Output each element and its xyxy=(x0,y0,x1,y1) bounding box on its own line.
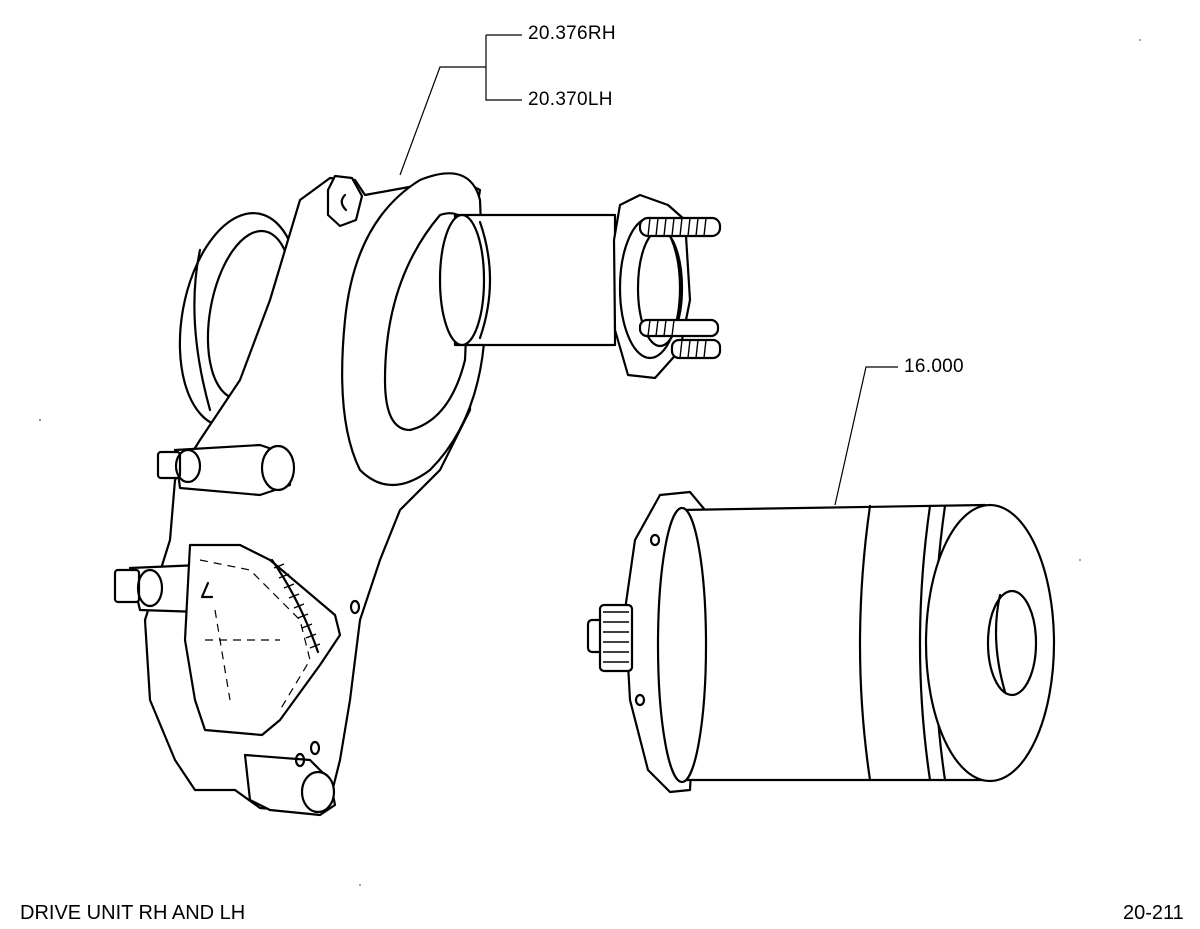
leader-lines xyxy=(399,34,898,506)
drive-unit-assembly xyxy=(113,172,722,817)
callout-part-lh: 20.370LH xyxy=(528,89,613,110)
gear-teeth xyxy=(270,558,321,654)
motor-assembly xyxy=(586,490,1056,794)
callout-motor: 16.000 xyxy=(904,356,964,377)
figure-caption: DRIVE UNIT RH AND LH xyxy=(20,902,246,924)
page-number: 20-211 xyxy=(1123,902,1184,924)
callout-part-rh: 20.376RH xyxy=(528,23,616,44)
wheel-studs xyxy=(638,216,722,360)
scan-specks xyxy=(39,39,1141,886)
